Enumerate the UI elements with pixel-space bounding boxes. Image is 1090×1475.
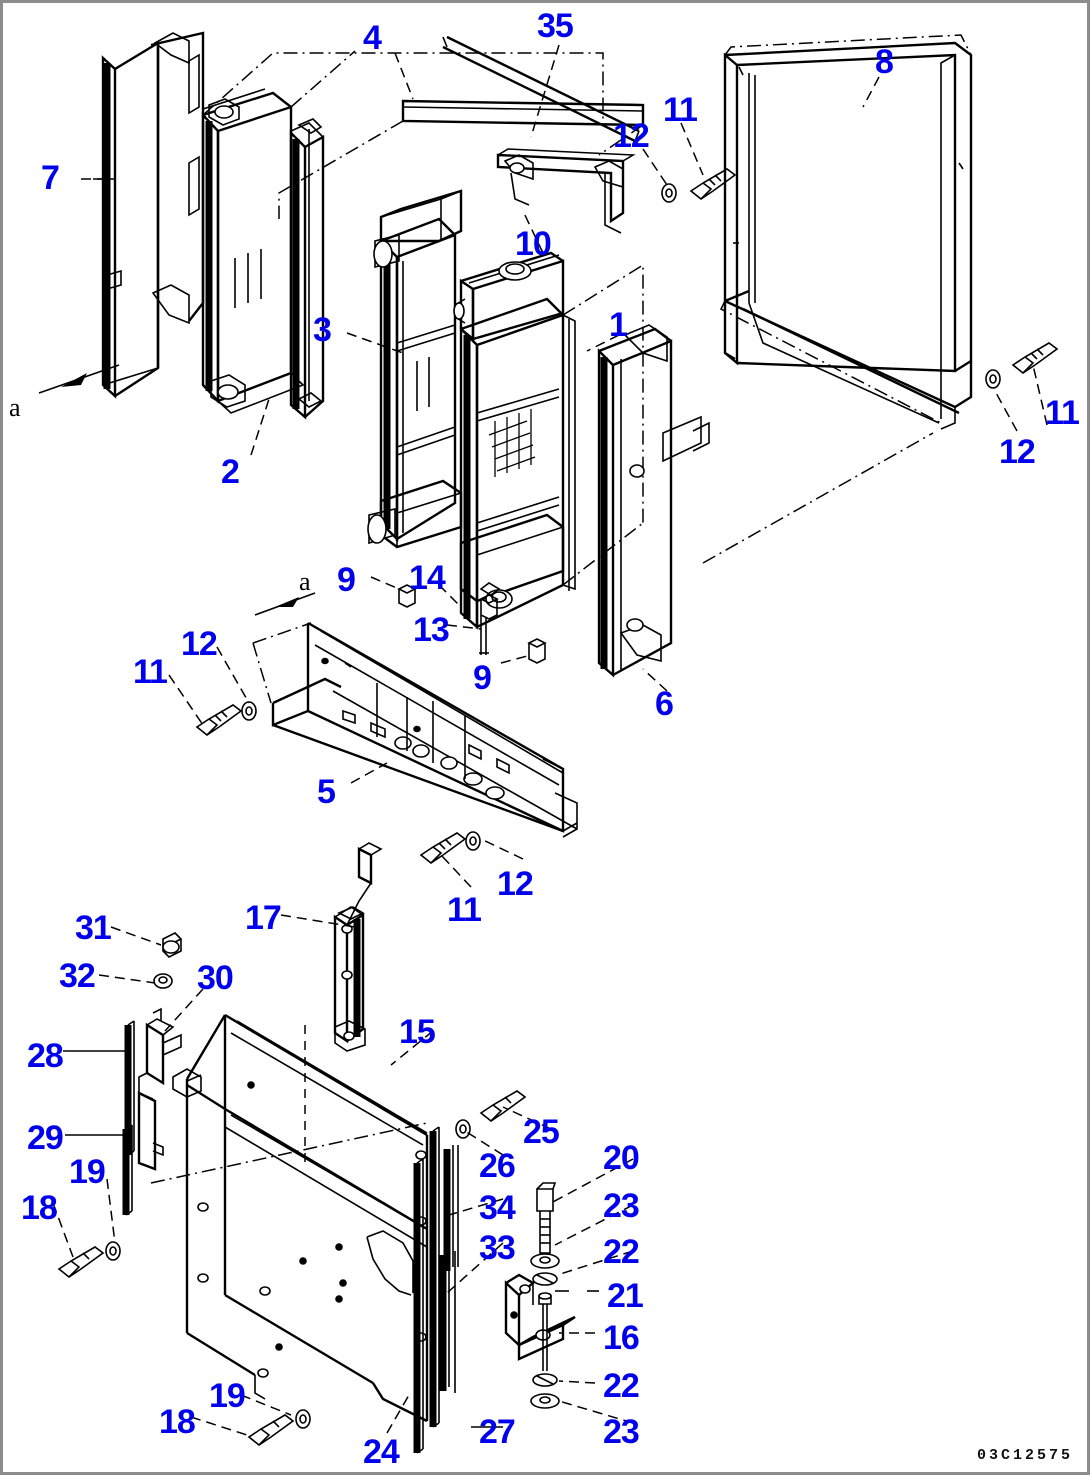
callout-27[interactable]: 27 (479, 1413, 516, 1451)
part-7-left-side-plate (101, 31, 205, 399)
section-marker-a-left: a (9, 393, 21, 422)
part-16-angle-bracket-stack (504, 1182, 576, 1409)
part-10-reserve-tank (453, 251, 565, 342)
callout-12-right[interactable]: 12 (999, 433, 1036, 471)
callout-26[interactable]: 26 (479, 1147, 516, 1185)
callout-20[interactable]: 20 (603, 1139, 640, 1177)
callout-8[interactable]: 8 (875, 43, 894, 81)
part-1-radiator (459, 263, 644, 630)
callout-35[interactable]: 35 (537, 7, 574, 45)
section-marker-a-mid: a (299, 567, 311, 596)
callout-12-frame-lower[interactable]: 12 (497, 865, 534, 903)
callout-24[interactable]: 24 (363, 1433, 400, 1471)
callout-15[interactable]: 15 (399, 1013, 436, 1051)
callout-12-left[interactable]: 12 (181, 625, 218, 663)
callout-22-lower[interactable]: 22 (603, 1367, 640, 1405)
callout-1[interactable]: 1 (609, 306, 628, 344)
part-6-right-side-plate (597, 324, 710, 678)
part-3-after-cooler (367, 189, 463, 549)
callout-7[interactable]: 7 (41, 159, 60, 197)
leader-lines (38, 44, 1048, 1436)
callout-17[interactable]: 17 (245, 899, 282, 937)
callout-16[interactable]: 16 (603, 1319, 640, 1357)
part-9-14-13-mounts (397, 584, 547, 664)
callout-13[interactable]: 13 (413, 611, 450, 649)
callout-33[interactable]: 33 (479, 1229, 516, 1267)
callout-6[interactable]: 6 (655, 685, 674, 723)
part-8-fan-guard-frame (702, 34, 973, 564)
part-divider-rib (289, 118, 325, 420)
callout-10[interactable]: 10 (515, 225, 552, 263)
callout-28[interactable]: 28 (27, 1037, 64, 1075)
callout-18-bottom[interactable]: 18 (159, 1403, 196, 1441)
callout-11-right[interactable]: 11 (1045, 394, 1080, 432)
callout-34[interactable]: 34 (479, 1189, 516, 1227)
callout-19-left[interactable]: 19 (69, 1153, 106, 1191)
part-35-rod (442, 35, 640, 143)
callout-5[interactable]: 5 (317, 773, 336, 811)
part-4-upper-bracket-bar (278, 99, 645, 234)
callout-32[interactable]: 32 (59, 957, 96, 995)
callout-4[interactable]: 4 (363, 19, 382, 57)
callout-9-lower[interactable]: 9 (473, 659, 492, 697)
callout-23-upper[interactable]: 23 (603, 1187, 640, 1225)
callout-23-lower[interactable]: 23 (603, 1413, 640, 1451)
seal-strips (122, 1007, 459, 1454)
drawing-number: 03C12575 (976, 1447, 1073, 1464)
part-17-support-stay (333, 842, 383, 1052)
callout-30[interactable]: 30 (197, 959, 234, 997)
callout-21[interactable]: 21 (607, 1277, 644, 1315)
callout-29[interactable]: 29 (27, 1119, 64, 1157)
callout-9-upper[interactable]: 9 (337, 561, 356, 599)
callout-11-left[interactable]: 11 (133, 653, 168, 691)
callout-11-upper[interactable]: 11 (663, 91, 698, 129)
callout-19-bottom[interactable]: 19 (209, 1377, 246, 1415)
callout-12-upper[interactable]: 12 (613, 117, 650, 155)
callout-25[interactable]: 25 (523, 1113, 560, 1151)
callout-22-upper[interactable]: 22 (603, 1233, 640, 1271)
part-15-lower-guard-panel (150, 1013, 429, 1423)
callout-31[interactable]: 31 (75, 909, 112, 947)
fasteners (57, 168, 1059, 1446)
callout-18-left[interactable]: 18 (21, 1189, 58, 1227)
callout-14[interactable]: 14 (409, 559, 446, 597)
callout-2[interactable]: 2 (221, 453, 240, 491)
technical-drawing-canvas (38, 31, 1059, 1454)
callout-11-frame-lower[interactable]: 11 (447, 891, 482, 929)
callout-3[interactable]: 3 (313, 311, 332, 349)
part-5-lower-mount-frame (252, 621, 578, 838)
